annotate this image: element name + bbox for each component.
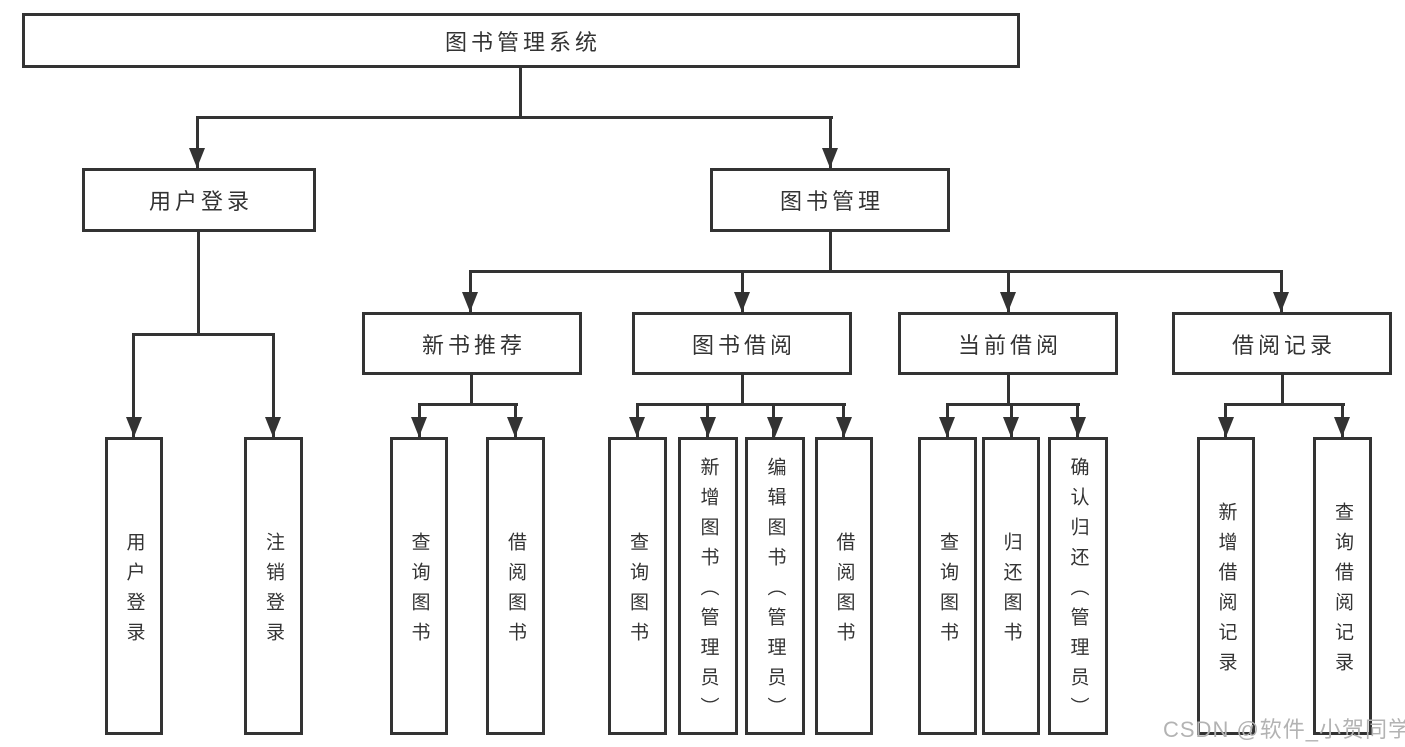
connector-line (1224, 403, 1345, 406)
leaf-query-books-recommend: 查询图书 (390, 437, 448, 735)
leaf-query-books-borrowing: 查询图书 (608, 437, 667, 735)
connector-line (196, 116, 199, 168)
arrow-down-icon (507, 417, 523, 437)
leaf-return-books: 归还图书 (982, 437, 1040, 735)
arrow-down-icon (1000, 292, 1016, 312)
arrow-down-icon (767, 417, 783, 437)
arrow-down-icon (411, 417, 427, 437)
arrow-down-icon (126, 417, 142, 437)
connector-line (1280, 270, 1283, 312)
arrow-down-icon (700, 417, 716, 437)
leaf-label: 新增借阅记录 (1215, 501, 1237, 682)
arrow-down-icon (734, 292, 750, 312)
leaf-label: 查询图书 (408, 531, 430, 652)
connector-line (470, 375, 473, 406)
arrow-down-icon (629, 417, 645, 437)
leaf-label: 确认归还（管理员） (1067, 456, 1089, 727)
connector-line (829, 116, 832, 168)
leaf-edit-book-admin: 编辑图书（管理员） (745, 437, 805, 735)
node-library-management-system: 图书管理系统 (22, 13, 1020, 68)
connector-line (418, 403, 518, 406)
node-current-borrowing: 当前借阅 (898, 312, 1118, 375)
arrow-down-icon (462, 292, 478, 312)
arrow-down-icon (265, 417, 281, 437)
node-user-login: 用户登录 (82, 168, 316, 232)
arrow-down-icon (1334, 417, 1350, 437)
watermark: CSDN @软件_小贺同学 (1163, 717, 1405, 742)
connector-line (196, 116, 833, 119)
leaf-user-login: 用户登录 (105, 437, 163, 735)
leaf-label: 编辑图书（管理员） (764, 456, 786, 727)
connector-line (946, 403, 1080, 406)
leaf-add-book-admin: 新增图书（管理员） (678, 437, 738, 735)
arrow-down-icon (822, 148, 838, 168)
leaf-query-borrowing-record: 查询借阅记录 (1313, 437, 1372, 735)
node-new-book-recommendation: 新书推荐 (362, 312, 582, 375)
leaf-borrow-books: 借阅图书 (815, 437, 873, 735)
connector-line (469, 270, 472, 312)
connector-line (132, 333, 135, 437)
connector-line (741, 375, 744, 406)
connector-line (1007, 270, 1010, 312)
leaf-label: 借阅图书 (505, 531, 526, 652)
leaf-add-borrowing-record: 新增借阅记录 (1197, 437, 1255, 735)
leaf-label: 用户登录 (123, 531, 145, 652)
leaf-label: 借阅图书 (833, 531, 855, 652)
leaf-confirm-return-admin: 确认归还（管理员） (1048, 437, 1108, 735)
connector-line (272, 333, 275, 437)
leaf-label: 新增图书（管理员） (697, 456, 719, 727)
connector-line (132, 333, 275, 336)
node-book-borrowing: 图书借阅 (632, 312, 852, 375)
leaf-label: 查询借阅记录 (1332, 501, 1353, 682)
node-book-management: 图书管理 (710, 168, 950, 232)
connector-line (829, 232, 832, 273)
arrow-down-icon (189, 148, 205, 168)
leaf-logout-login: 注销登录 (244, 437, 303, 735)
leaf-label: 查询图书 (627, 531, 648, 652)
leaf-label: 归还图书 (1000, 531, 1022, 652)
leaf-borrow-books-recommend: 借阅图书 (486, 437, 545, 735)
connector-line (1281, 375, 1284, 406)
arrow-down-icon (939, 417, 955, 437)
connector-line (469, 270, 1283, 273)
connector-line (197, 232, 200, 336)
leaf-label: 注销登录 (263, 531, 284, 652)
arrow-down-icon (1003, 417, 1019, 437)
connector-line (636, 403, 846, 406)
connector-line (1007, 375, 1010, 406)
leaf-label: 查询图书 (937, 531, 958, 652)
connector-line (741, 270, 744, 312)
arrow-down-icon (1070, 417, 1086, 437)
leaf-query-books-current: 查询图书 (918, 437, 977, 735)
arrow-down-icon (1273, 292, 1289, 312)
arrow-down-icon (836, 417, 852, 437)
arrow-down-icon (1218, 417, 1234, 437)
node-borrowing-records: 借阅记录 (1172, 312, 1392, 375)
connector-line (519, 68, 522, 119)
